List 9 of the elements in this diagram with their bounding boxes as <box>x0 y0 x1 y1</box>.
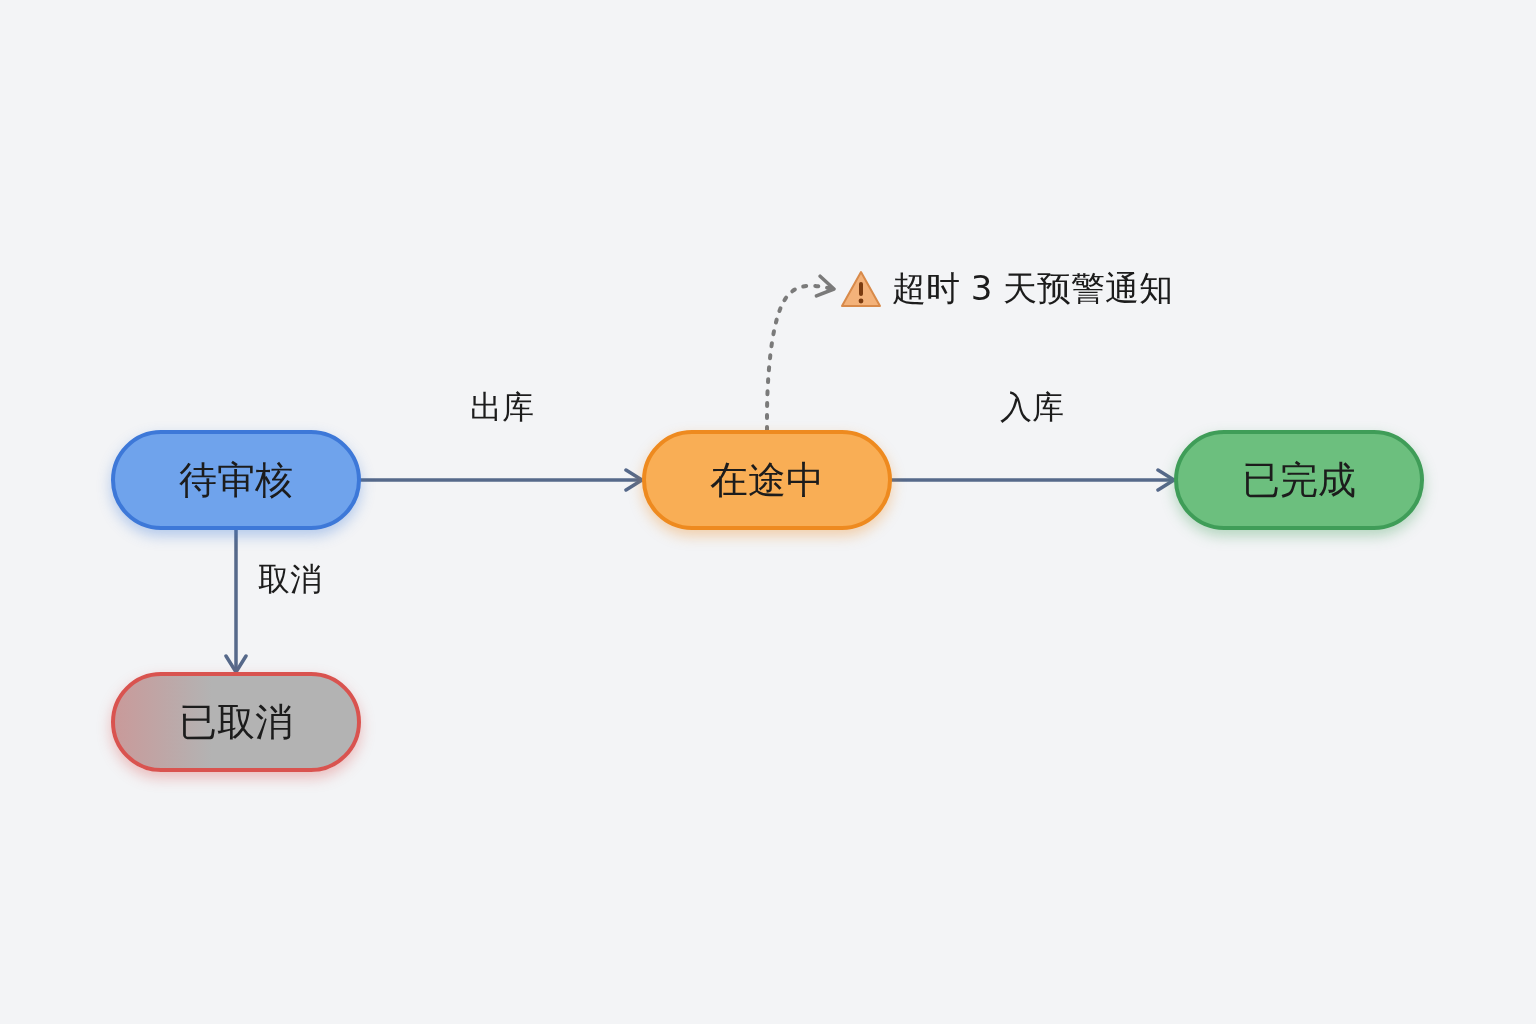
state-pill: 已取消 <box>111 672 361 772</box>
arrow <box>224 528 248 674</box>
arrow <box>359 468 644 492</box>
state-pill: 待审核 <box>111 430 361 530</box>
state-pill: 已完成 <box>1174 430 1424 530</box>
warning-note: 超时 3 天预警通知 <box>892 267 1174 310</box>
dashed-arrow <box>765 274 836 432</box>
arrow <box>890 468 1176 492</box>
state-pill: 在途中 <box>642 430 892 530</box>
